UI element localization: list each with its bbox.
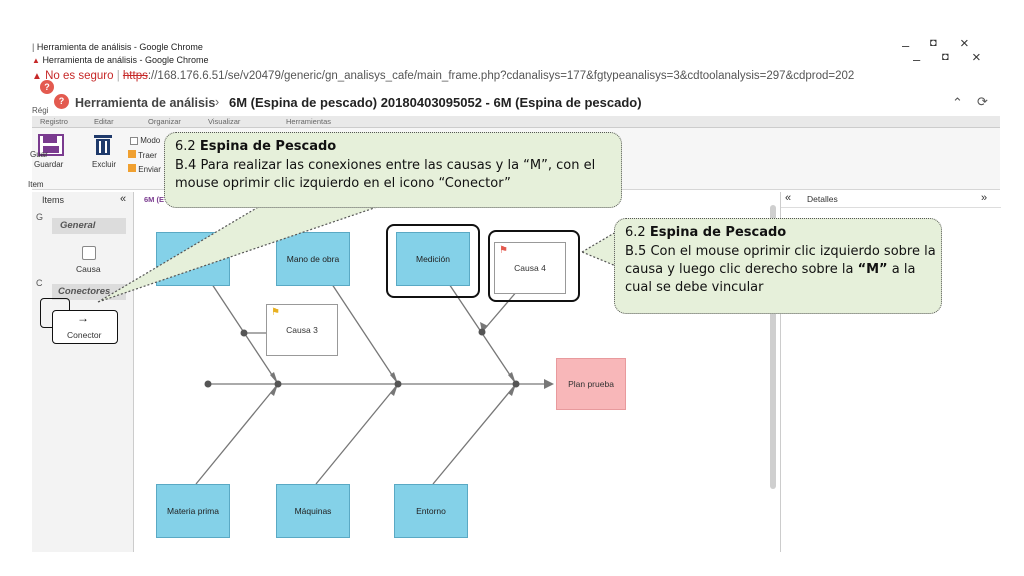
window-title-text: Herramienta de análisis - Google Chrome	[42, 55, 209, 65]
details-header: « Detalles »	[781, 192, 1001, 208]
cause-node-materia-prima[interactable]: Materia prima	[156, 484, 230, 538]
spine-arrow	[544, 379, 554, 389]
window-title-text: Herramienta de análisis - Google Chrome	[36, 42, 203, 52]
subcause-causa-4[interactable]: ⚑ Causa 4	[494, 242, 566, 294]
arrow-right-icon: →	[77, 311, 89, 325]
page-title: 6M (Espina de pescado) 20180403095052 - …	[229, 95, 642, 110]
refresh-icon[interactable]: ⟳	[977, 94, 988, 109]
cause-node-mano-de-obra[interactable]: Mano de obra	[276, 232, 350, 286]
bring-front-button[interactable]: Traer	[128, 150, 157, 160]
cause-node-maquinas[interactable]: Máquinas	[276, 484, 350, 538]
url-text: ://168.176.6.51/se/v20479/generic/gn_ana…	[147, 70, 855, 82]
warning-icon: ▲	[32, 71, 42, 82]
app-header: ? ? Régi Herramienta de análisis › 6M (E…	[32, 80, 1000, 116]
close-button[interactable]: ×	[960, 35, 969, 52]
bone-bottom-1	[195, 383, 279, 485]
restore-button-inner[interactable]: ◘	[942, 51, 949, 63]
window-title-back: | Herramienta de análisis - Google Chrom…	[32, 42, 203, 52]
details-collapse-left[interactable]: «	[785, 192, 792, 204]
tab-visualizar[interactable]: Visualizar	[208, 117, 241, 126]
callout-b4: 6.2 Espina de Pescado B.4 Para realizar …	[164, 132, 622, 208]
cause-node-medicion[interactable]: Medición	[396, 232, 470, 286]
send-back-button[interactable]: Enviar	[128, 164, 161, 174]
callout-1-number: 6.2	[175, 139, 196, 154]
subcause-causa-3[interactable]: ⚑ Causa 3	[266, 304, 338, 356]
conector-tool[interactable]: → Conector	[52, 310, 118, 344]
close-button-inner[interactable]: ×	[972, 49, 981, 66]
delete-button[interactable]: Excluir	[90, 134, 120, 174]
cause-node-entorno[interactable]: Entorno	[394, 484, 468, 538]
item-label: Item	[28, 180, 44, 189]
restore-button[interactable]: ◘	[930, 37, 937, 49]
effect-node[interactable]: Plan prueba	[556, 358, 626, 410]
breadcrumb-app[interactable]: Herramienta de análisis	[75, 96, 216, 110]
items-panel: Items « G General Causa C Conectores → C…	[32, 192, 134, 552]
save-icon	[38, 134, 64, 156]
callout-b5: 6.2 Espina de Pescado B.5 Con el mouse o…	[614, 218, 942, 314]
breadcrumb-separator: ›	[215, 95, 220, 109]
causa-tool[interactable]: Causa	[72, 244, 112, 284]
items-panel-title: Items	[42, 195, 65, 205]
window-title-front: ▲ Herramienta de análisis - Google Chrom…	[32, 55, 209, 65]
canvas-scrollbar[interactable]	[770, 205, 776, 489]
general-section[interactable]: General	[52, 218, 126, 234]
sub-line-2	[481, 289, 519, 333]
group-letter-c: C	[36, 278, 43, 288]
tab-editar[interactable]: Editar	[94, 117, 114, 126]
delete-label: Excluir	[92, 160, 117, 169]
details-expand[interactable]: »	[981, 192, 988, 204]
tab-herramientas[interactable]: Herramientas	[286, 117, 332, 126]
details-title: Detalles	[807, 194, 838, 204]
alert-tag-icon: ⚑	[499, 245, 508, 256]
highlight-medicion	[386, 224, 480, 298]
callout-2-text: B.5 Con el mouse oprimir clic izquierdo …	[625, 244, 936, 295]
spine-start-dot	[204, 380, 212, 388]
help-badge-icon-2[interactable]: ?	[54, 94, 69, 109]
url-protocol: https	[122, 70, 148, 82]
mode-checkbox[interactable]: Modo	[130, 136, 160, 145]
save-label: Guardar	[34, 160, 64, 169]
canvas-tab[interactable]: 6M (E	[144, 195, 165, 204]
trash-icon	[94, 135, 112, 155]
callout-1-heading: Espina de Pescado	[199, 139, 337, 154]
tab-organizar[interactable]: Organizar	[148, 117, 181, 126]
collapse-up-icon[interactable]: ⌃	[952, 95, 963, 110]
url-bar[interactable]: ▲ No es seguro | https://168.176.6.51/se…	[32, 70, 855, 82]
highlight-causa-4	[488, 230, 580, 302]
bone-bottom-2	[315, 383, 399, 485]
minimize-button-inner[interactable]: –	[913, 52, 921, 67]
warning-tag-icon: ⚑	[271, 307, 280, 318]
minimize-button[interactable]: –	[902, 38, 910, 53]
items-collapse-button[interactable]: «	[120, 193, 127, 205]
tab-registro[interactable]: Registro	[40, 117, 68, 126]
callout-2-heading: Espina de Pescado	[649, 225, 787, 240]
save-button[interactable]: Guardar	[34, 134, 68, 174]
side-label: Régi	[32, 106, 49, 115]
callout-1-text: B.4 Para realizar las conexiones entre l…	[175, 158, 596, 191]
save-side-label: Guar	[30, 150, 48, 159]
bring-front-icon	[128, 150, 136, 158]
callout-2-number: 6.2	[625, 225, 646, 240]
send-back-icon	[128, 164, 136, 172]
causa-icon	[82, 246, 96, 260]
ribbon-tabs: Registro Editar Organizar Visualizar Her…	[32, 116, 1000, 128]
security-label[interactable]: No es seguro	[45, 70, 114, 82]
group-letter-g: G	[36, 212, 44, 222]
help-badge-icon[interactable]: ?	[40, 80, 54, 94]
cause-node-top-1[interactable]	[156, 232, 230, 286]
bone-bottom-3	[432, 383, 517, 485]
